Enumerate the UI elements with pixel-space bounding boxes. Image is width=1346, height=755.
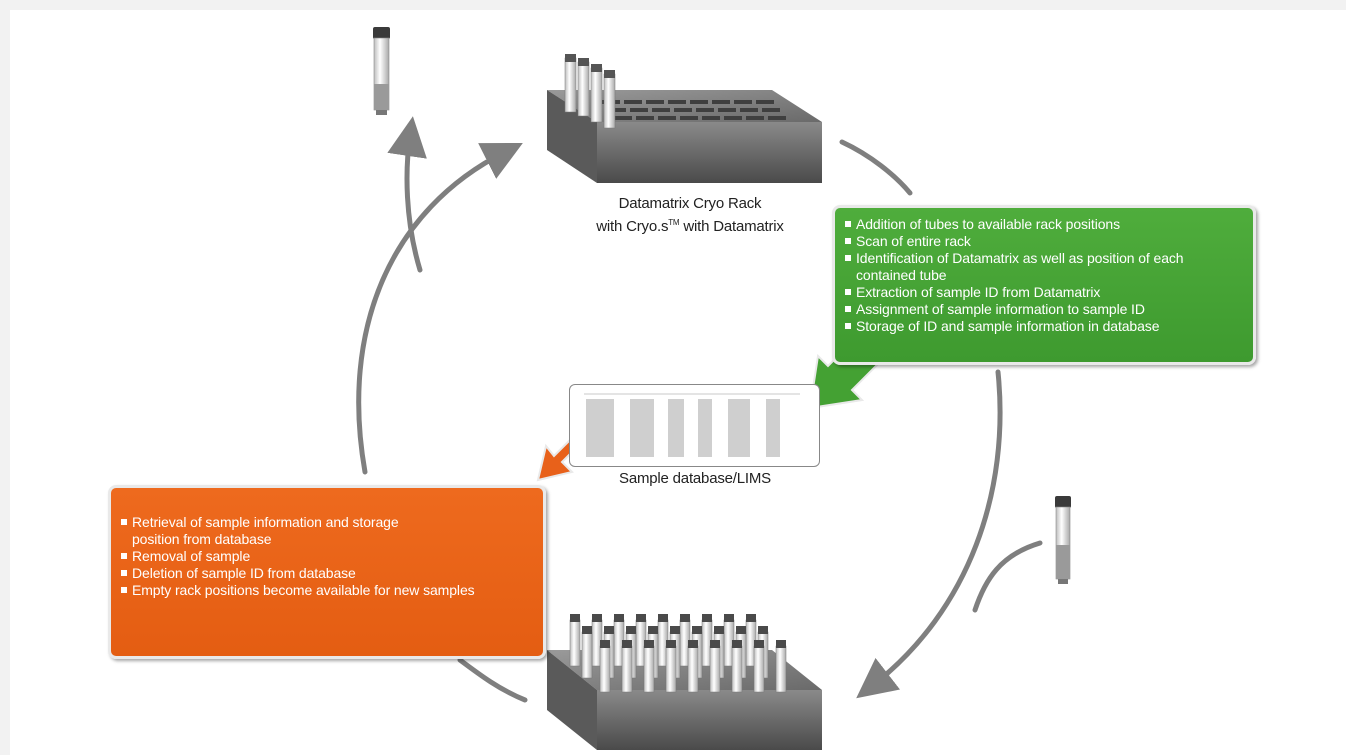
green-list-item: Extraction of sample ID from Datamatrix bbox=[845, 284, 1253, 301]
database-caption: Sample database/LIMS bbox=[619, 470, 771, 487]
green-list-item: Assignment of sample information to samp… bbox=[845, 301, 1253, 318]
green-process-list: Addition of tubes to available rack posi… bbox=[845, 216, 1253, 335]
green-list-item: Scan of entire rack bbox=[845, 233, 1253, 250]
cycle-diagram bbox=[356, 27, 1071, 750]
arrow-bottom-rack-to-left bbox=[457, 657, 528, 703]
bottom-cryo-rack bbox=[547, 614, 822, 750]
sample-database-window bbox=[569, 384, 820, 467]
rack-caption-line2-post: with Datamatrix bbox=[679, 218, 784, 235]
arrow-right-down-to-bottom-rack bbox=[856, 369, 1003, 699]
rack-caption-line1: Datamatrix Cryo Rack bbox=[618, 195, 762, 212]
orange-list-item: Deletion of sample ID from database bbox=[121, 565, 533, 582]
diagram-canvas: Datamatrix Cryo Rack with Cryo.sTM with … bbox=[10, 10, 1346, 755]
green-list-item: Addition of tubes to available rack posi… bbox=[845, 216, 1253, 233]
arrow-to-single-tube-top bbox=[387, 116, 427, 273]
rack-caption-line2: with Cryo.sTM with Datamatrix bbox=[540, 213, 840, 236]
rack-caption-line2-pre: with Cryo.s bbox=[596, 218, 669, 235]
database-table-thumbnail bbox=[584, 393, 800, 457]
orange-process-box: Retrieval of sample information and stor… bbox=[108, 485, 546, 659]
trademark-mark: TM bbox=[668, 218, 680, 227]
orange-list-item: Empty rack positions become available fo… bbox=[121, 582, 512, 599]
orange-process-list: Retrieval of sample information and stor… bbox=[121, 514, 533, 599]
top-rack-tubes bbox=[564, 54, 616, 129]
arrow-left-to-top-rack bbox=[356, 142, 523, 475]
green-list-item: Identification of Datamatrix as well as … bbox=[845, 250, 1246, 284]
orange-list-item: Removal of sample bbox=[121, 548, 533, 565]
bottom-rack-tubes bbox=[569, 614, 787, 693]
green-process-box: Addition of tubes to available rack posi… bbox=[832, 205, 1256, 365]
orange-list-item: Retrieval of sample information and stor… bbox=[121, 514, 402, 548]
rack-caption: Datamatrix Cryo Rack with Cryo.sTM with … bbox=[540, 194, 840, 236]
single-cryo-tube-right bbox=[1055, 496, 1071, 584]
single-cryo-tube-top bbox=[373, 27, 390, 115]
arrow-single-tube-to-rack bbox=[972, 540, 1043, 613]
top-cryo-rack bbox=[547, 54, 822, 183]
green-list-item: Storage of ID and sample information in … bbox=[845, 318, 1253, 335]
arrow-top-rack-to-right bbox=[839, 139, 913, 196]
cycle-arrows bbox=[356, 116, 1043, 703]
